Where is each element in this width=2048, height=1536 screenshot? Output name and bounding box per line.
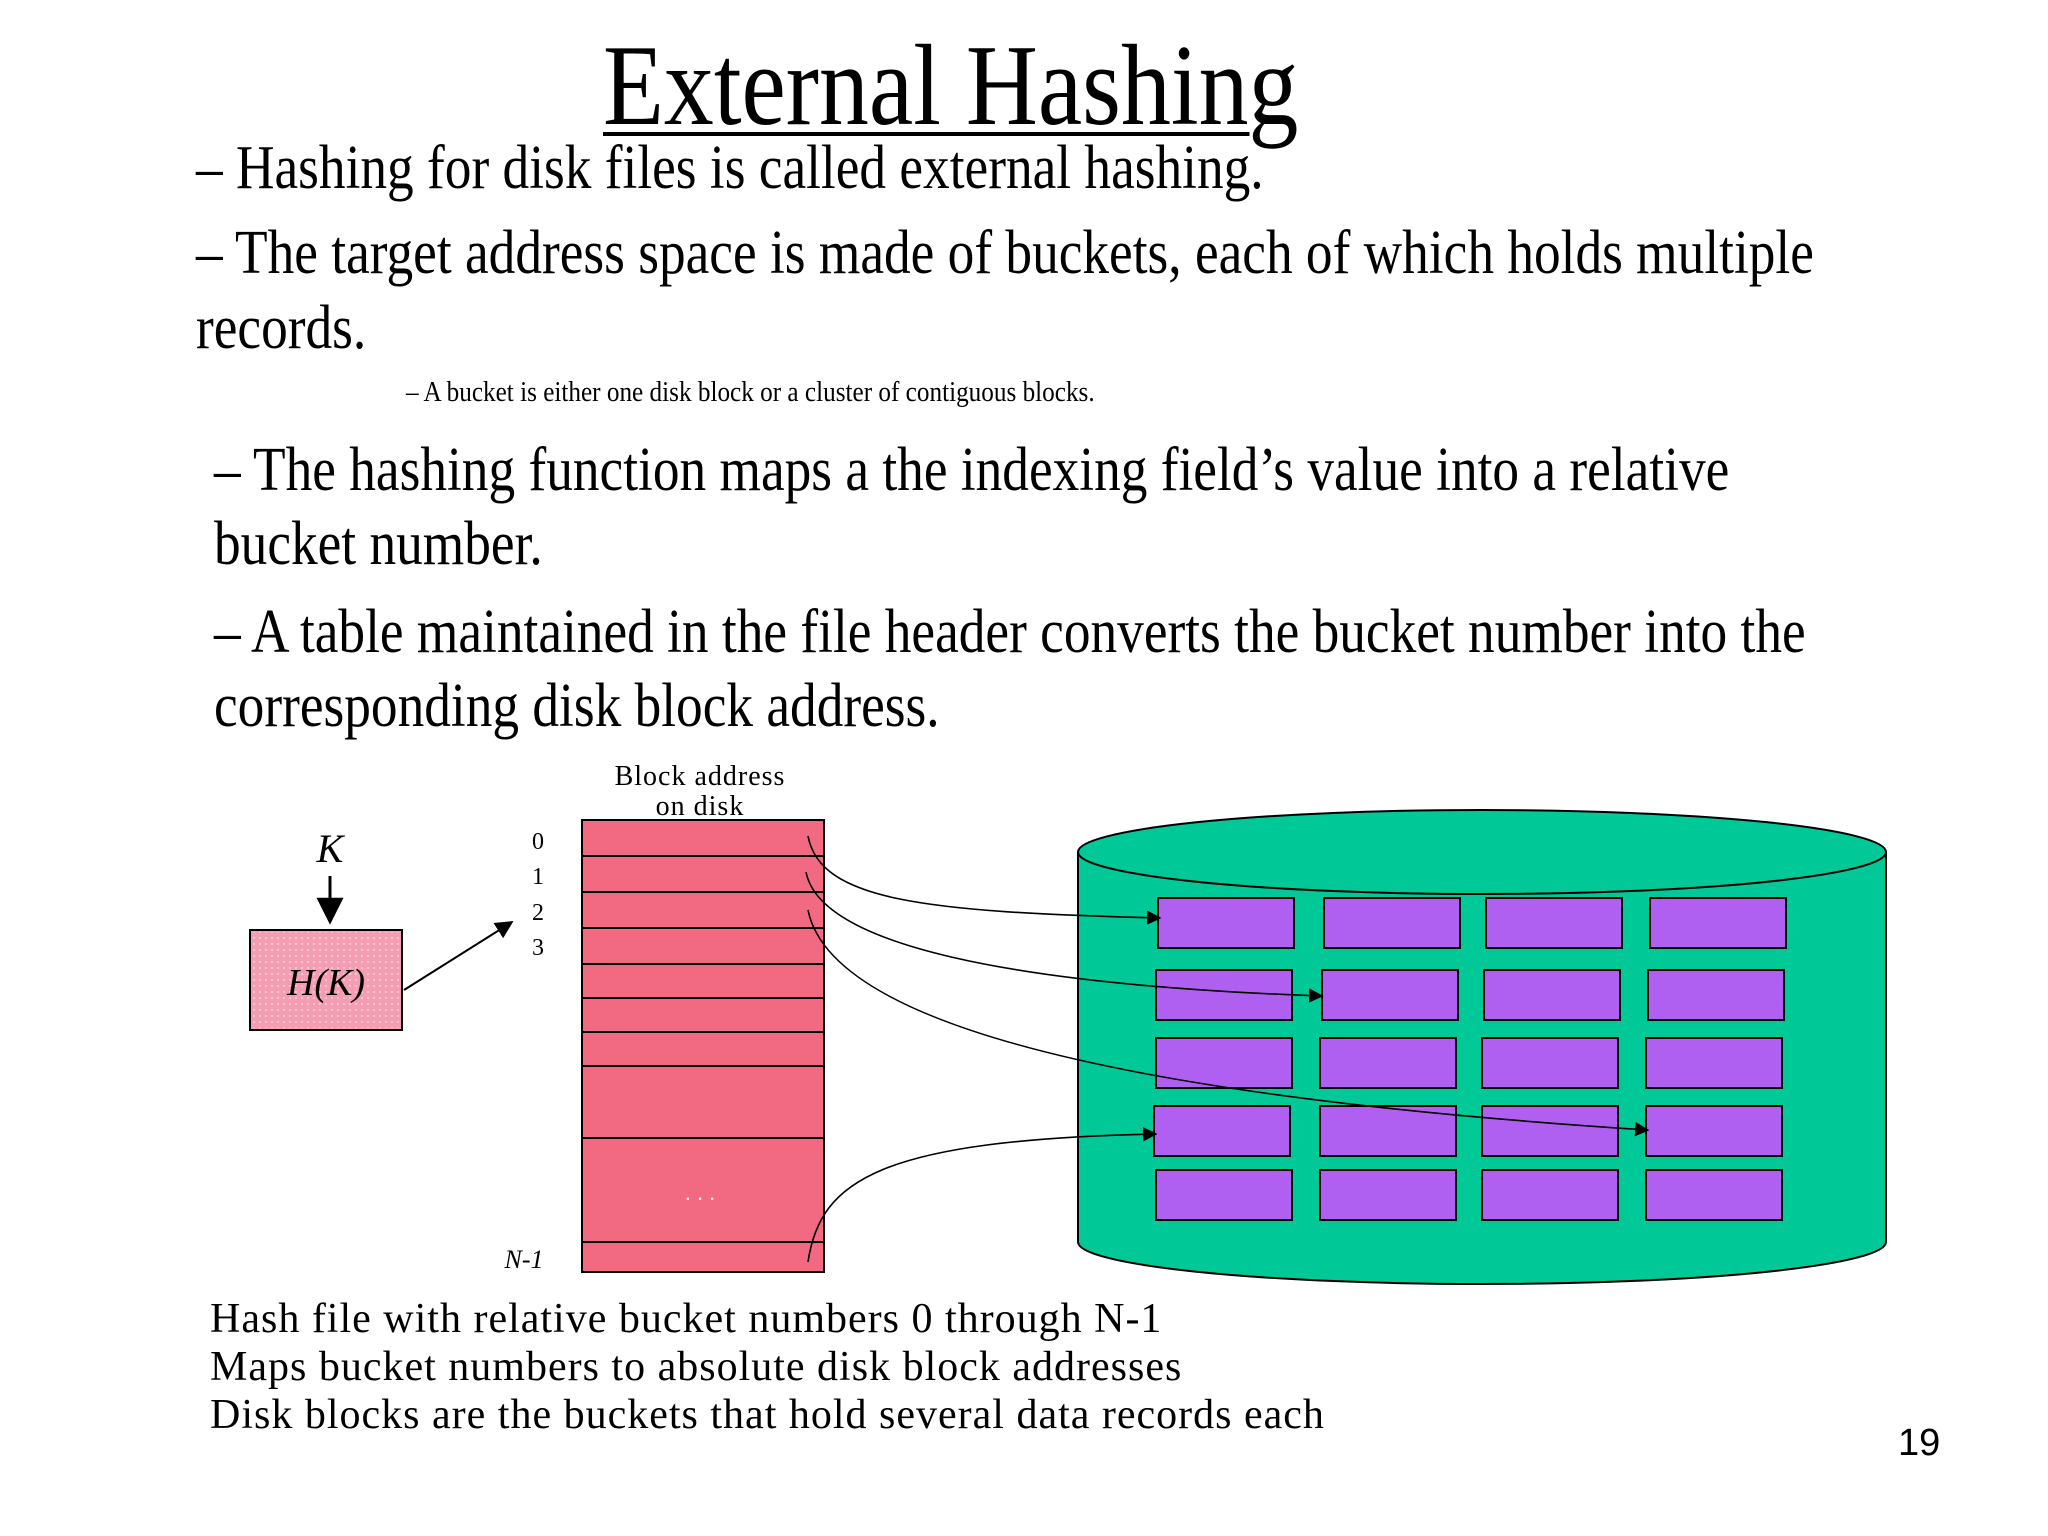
bucket-pointers [805,835,1650,1263]
bullet-4-cont: corresponding disk block address. [214,672,940,740]
key-label: K [316,826,346,871]
pointer-row-2 [807,909,1650,1137]
disk-block [1153,1105,1291,1157]
disk-block [1485,897,1623,949]
bucket-table [581,819,825,1273]
caption-2: Maps bucket numbers to absolute disk blo… [210,1344,1183,1390]
hash-to-table-arrow [403,921,514,991]
bullet-2: – The target address space is made of bu… [196,219,1814,287]
disk-block [1321,969,1459,1021]
table-ellipsis: . . . [685,1180,716,1205]
disk-block [1645,1037,1783,1089]
row-label-1: 1 [532,864,544,890]
row-label-2: 2 [532,900,544,926]
bullet-2-cont: records. [196,294,367,362]
disk-block [1155,1169,1293,1221]
disk-block [1323,897,1461,949]
disk-block [1645,1169,1783,1221]
pointer-row-last [807,1127,1158,1263]
disk-block [1649,897,1787,949]
bullet-4: – A table maintained in the file header … [214,598,1806,666]
row-label-0: 0 [532,829,544,855]
disk-block [1319,1037,1457,1089]
slide-title: External Hashing [603,22,1299,150]
row-label-last: N-1 [504,1245,544,1274]
disk-blocks [1153,897,1787,1221]
hash-label: H(K) [286,962,365,1004]
disk-cylinder-top [1077,809,1887,895]
hash-box-texture [252,932,400,1028]
table-header-line2: on disk [656,791,745,822]
disk-block [1483,969,1621,1021]
bullet-3-cont: bucket number. [214,510,543,578]
caption-3: Disk blocks are the buckets that hold se… [210,1392,1325,1438]
disk-block [1319,1105,1457,1157]
bullet-3: – The hashing function maps a the indexi… [214,436,1730,504]
pointer-row-0 [807,835,1162,925]
page-number: 19 [1898,1422,1941,1464]
bullet-1: – Hashing for disk files is called exter… [196,134,1264,202]
disk-block [1319,1169,1457,1221]
disk-block [1647,969,1785,1021]
caption-1: Hash file with relative bucket numbers 0… [210,1296,1163,1342]
disk-block [1155,969,1293,1021]
disk-block [1481,1105,1619,1157]
disk-block [1481,1037,1619,1089]
disk-block [1157,897,1295,949]
bucket-table-rows [582,855,824,1243]
row-label-3: 3 [532,935,544,961]
pointer-row-1 [805,871,1324,1003]
disk-block [1481,1169,1619,1221]
disk-block [1155,1037,1293,1089]
disk-block [1645,1105,1783,1157]
table-header-line1: Block address [615,761,786,792]
sub-bullet: – A bucket is either one disk block or a… [406,377,1095,408]
